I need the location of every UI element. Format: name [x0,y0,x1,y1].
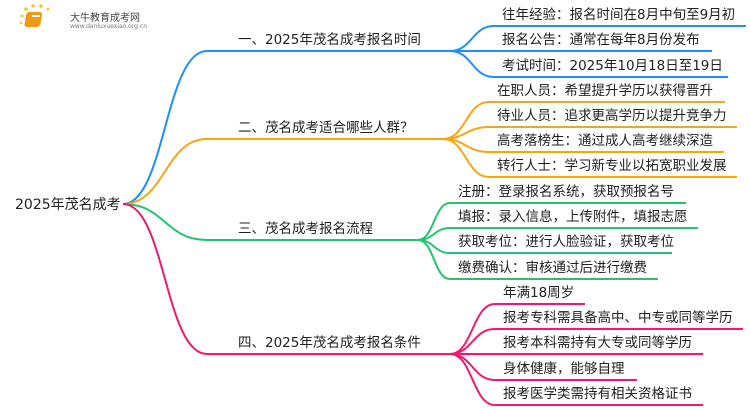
child-connector [417,239,658,280]
leaf-node[interactable]: 报考本科需持有大专或同等学历 [503,335,692,351]
leaf-node[interactable]: 高考落榜生：通过成人高考继续深造 [497,133,713,149]
child-connector [442,101,725,140]
branch-node[interactable]: 一、2025年茂名成考报名时间 [238,32,421,48]
leaf-node[interactable]: 身体健康，能够自理 [503,361,625,377]
branch-node[interactable]: 二、茂名成考适合哪些人群？ [238,120,414,136]
logo: 大牛教育成考网 www.daniuxuexiao.org.cn [18,4,148,30]
root-node[interactable]: 2025年茂名成考 [15,197,121,213]
child-connector [449,353,703,406]
leaf-node[interactable]: 注册：登录报名系统，获取预报名号 [458,184,674,200]
logo-title: 大牛教育成考网 [70,13,140,24]
leaf-node[interactable]: 获取考位：进行人脸验证，获取考位 [458,234,674,250]
leaf-node[interactable]: 往年经验：报名时间在8月中旬至9月初 [502,7,736,23]
branch-connector [122,138,443,205]
leaf-node[interactable]: 填报：录入信息，上传附件，填报志愿 [458,209,688,225]
leaf-node[interactable]: 考试时间：2025年10月18日至19日 [502,58,723,74]
child-connector [442,138,737,178]
leaf-node[interactable]: 年满18周岁 [503,285,575,301]
branch-connector [122,203,450,355]
leaf-node[interactable]: 待业人员：追求更高学历以提升竞争力 [497,108,727,124]
branch-node[interactable]: 四、2025年茂名成考报名条件 [238,335,421,351]
logo-url: www.daniuxuexiao.org.cn [70,23,147,30]
branch-node[interactable]: 三、茂名成考报名流程 [238,221,373,237]
leaf-node[interactable]: 报名公告：通常在每年8月份发布 [502,32,700,48]
book-logo-icon [19,4,50,27]
branch-connector [122,203,418,241]
child-connector [449,303,585,355]
leaf-node[interactable]: 缴费确认：审核通过后进行缴费 [458,260,647,276]
leaf-node[interactable]: 转行人士：学习新专业以拓宽职业发展 [497,158,727,174]
branch-connector [122,50,450,205]
leaf-node[interactable]: 报考医学类需持有相关资格证书 [503,386,692,402]
child-connector [449,50,728,78]
leaf-node[interactable]: 在职人员：希望提升学历以获得晋升 [497,83,713,99]
leaf-node[interactable]: 报考专科需具备高中、中专或同等学历 [503,310,733,326]
